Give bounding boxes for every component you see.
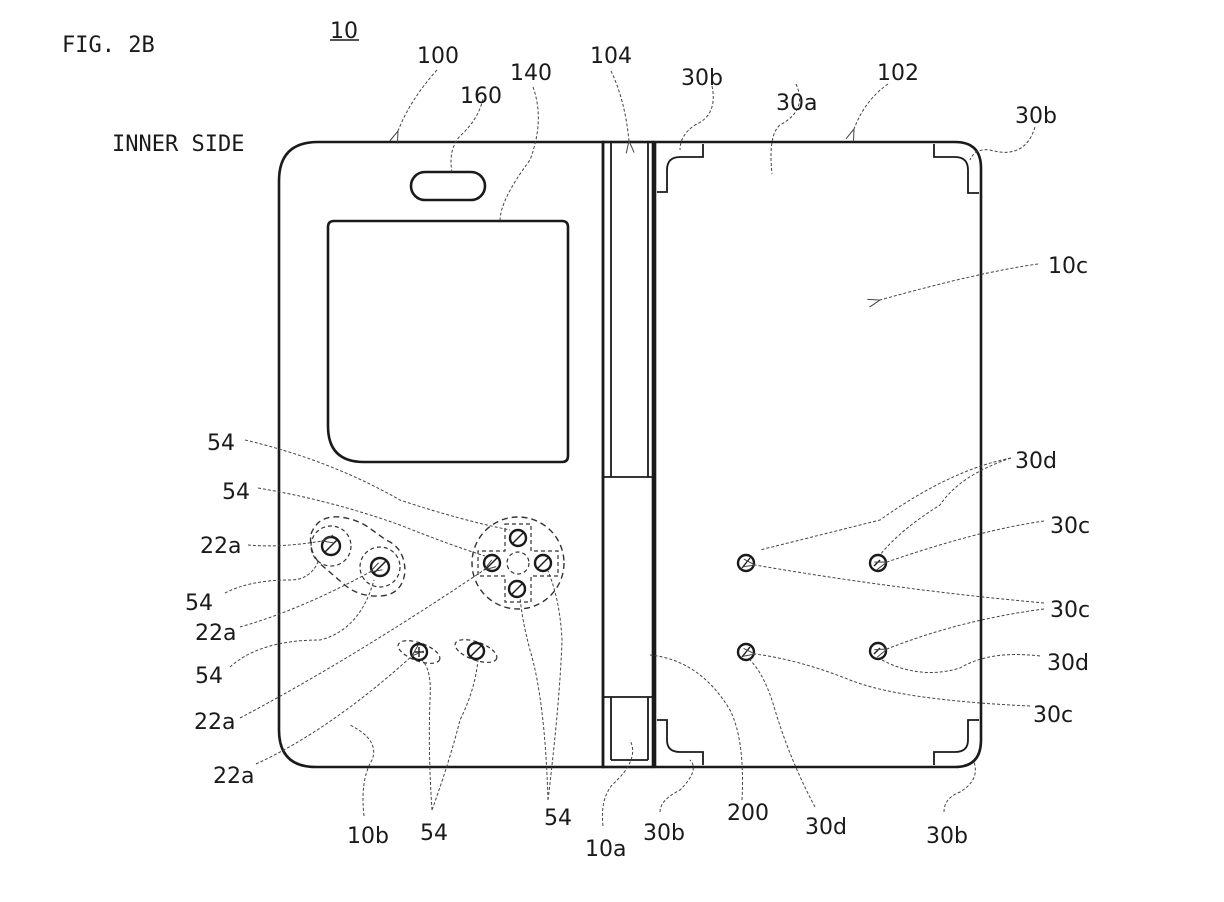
label-100: 100 (417, 44, 459, 69)
label-30b-bottom-right: 30b (926, 824, 968, 849)
leader-200 (649, 654, 743, 801)
label-30c-1: 30c (1050, 514, 1090, 539)
label-160: 160 (460, 84, 502, 109)
leader-30c-2a (755, 565, 1045, 604)
label-54-bottom-right: 54 (544, 806, 572, 831)
leader-30d-mid (881, 654, 1041, 673)
button-pair-dashed-outline (309, 516, 406, 597)
label-10c: 10c (1048, 254, 1088, 279)
leader-30d-bottom (749, 659, 816, 808)
button-dashed-outline (454, 639, 498, 663)
leader-54-right-2 (547, 570, 563, 801)
label-22a-3: 22a (194, 710, 235, 735)
label-54-a: 54 (207, 431, 235, 456)
label-200: 200 (727, 801, 769, 826)
label-30b-top-left: 30b (681, 66, 723, 91)
button-hatch (512, 532, 524, 544)
dpad-center (506, 551, 530, 575)
leader-102 (854, 83, 889, 129)
button-hatch (470, 645, 482, 657)
label-30a: 30a (776, 91, 817, 116)
leader-10a (601, 739, 634, 827)
leader-10b (349, 724, 375, 817)
display-screen (326, 219, 570, 464)
label-30d-top: 30d (1015, 449, 1057, 474)
corner-guard-bottom-right (933, 719, 979, 765)
leader-104 (610, 70, 629, 141)
corner-guard-bottom-left (657, 719, 704, 765)
leader-54-bottom-1 (421, 659, 433, 811)
upper-housing-outline (277, 140, 605, 769)
leader-30c-1 (887, 520, 1045, 562)
leader-30b-bottom-right (943, 761, 976, 813)
leader-54-a (244, 439, 511, 531)
leader-10c (880, 263, 1039, 300)
leader-54-c (224, 561, 319, 594)
label-30d-mid: 30d (1047, 651, 1089, 676)
button-dashed-outline (397, 640, 441, 664)
hinge (601, 140, 655, 769)
leader-30d-top-2 (879, 457, 1012, 556)
label-30b-top-right: 30b (1015, 104, 1057, 129)
label-102: 102 (877, 61, 919, 86)
upper-housing (277, 140, 605, 769)
leader-54-d (229, 579, 375, 668)
left-button-pair (309, 516, 406, 597)
leader-30b-top-left (679, 85, 714, 151)
corner-guard-top-right (933, 144, 979, 194)
label-140: 140 (510, 61, 552, 86)
button-hatch (324, 539, 338, 553)
dpad-dashed-outline (471, 516, 565, 610)
leader-140 (499, 86, 539, 222)
leader-22a-4 (255, 656, 412, 765)
leader-30d-top-1 (759, 457, 1012, 551)
label-22a-2: 22a (195, 621, 236, 646)
lower-housing (653, 140, 983, 769)
label-54-c: 54 (185, 591, 213, 616)
label-22a-1: 22a (200, 534, 241, 559)
contact-30c-right-top (868, 553, 888, 573)
speaker-slot (409, 170, 487, 202)
label-30b-bottom-left: 30b (643, 821, 685, 846)
leader-22a-3 (239, 570, 484, 719)
label-104: 104 (590, 44, 632, 69)
corner-guard-top-left (657, 144, 704, 193)
leader-30a (770, 83, 800, 175)
dpad-cross-outline (477, 523, 559, 603)
contact-30d-right-bottom (868, 641, 888, 661)
reference-labels: 100 140 160 104 30b 30a 102 30b 10c 30d … (185, 44, 1090, 862)
label-30c-3: 30c (1033, 703, 1073, 728)
leader-54-b (257, 487, 486, 557)
leader-30c-3 (755, 654, 1031, 707)
leader-30b-bottom-left (659, 759, 694, 813)
label-30c-2: 30c (1050, 598, 1090, 623)
button-hatch (537, 557, 549, 569)
leader-30c-2b (887, 608, 1045, 649)
lower-housing-outline (653, 140, 983, 769)
label-30d-bottom: 30d (805, 815, 847, 840)
label-10b: 10b (347, 824, 389, 849)
view-label: INNER SIDE (112, 132, 244, 157)
leader-30b-top-right (969, 126, 1036, 161)
label-22a-4: 22a (213, 764, 254, 789)
directional-pad (471, 516, 565, 610)
label-54-d: 54 (195, 664, 223, 689)
label-10a: 10a (585, 837, 626, 862)
leader-22a-1 (247, 541, 322, 547)
leader-22a-2 (239, 572, 370, 628)
leader-54-right-1 (519, 596, 549, 801)
button-hatch (511, 583, 523, 595)
button-ring-outer (359, 546, 401, 588)
leader-100 (398, 69, 438, 131)
lower-buttons (397, 639, 498, 664)
leader-54-bottom-2 (431, 659, 479, 811)
label-54-b: 54 (222, 480, 250, 505)
label-54-bottom-left: 54 (420, 821, 448, 846)
figure-title: FIG. 2B (62, 33, 155, 58)
leader-160 (450, 98, 484, 173)
leader-lines (224, 69, 1045, 827)
button-ring-outer (310, 525, 352, 567)
